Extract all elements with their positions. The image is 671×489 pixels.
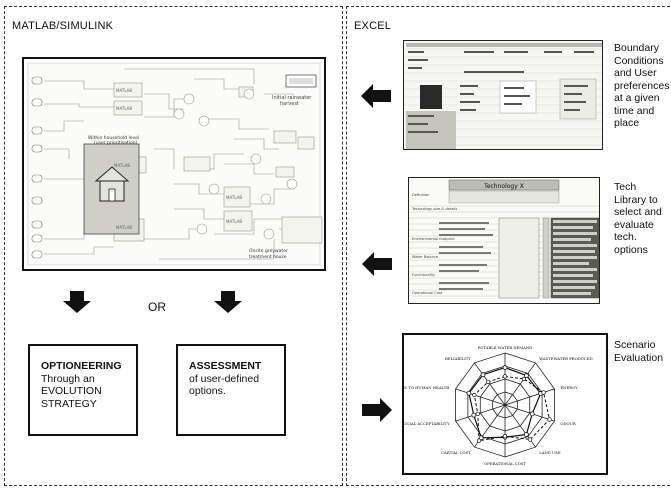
simulink-title-label: Initial rainwater [272,95,312,101]
scenario-radar-chart: POTABLE WATER DEMAND WASTEWATER PRODUCED E… [402,333,608,475]
tech-library-label: Tech Library to select and evaluate tech… [614,181,662,256]
svg-text:MATLAB: MATLAB [116,88,132,93]
radar-axis-label-1: WASTEWATER PRODUCED [539,356,592,361]
radar-point-b-0 [502,374,508,379]
svg-text:harvest: harvest [280,101,299,107]
radar-point-a-9 [480,372,486,378]
radar-point-b-1 [521,376,527,382]
radar-axis-label-4: LAND USE [539,450,561,455]
radar-point-b-6 [476,438,482,443]
svg-text:Onsite greywater: Onsite greywater [249,248,288,254]
boundary-spreadsheet [403,40,603,150]
svg-text:MATLAB: MATLAB [116,106,132,111]
radar-axis-label-5: OPERATIONAL COST [484,461,526,466]
radar-point-a-3 [529,411,535,417]
radar-point-b-2 [541,390,546,395]
svg-text:MATLAB: MATLAB [226,195,242,200]
radar-axis-label-0: POTABLE WATER DEMAND [478,345,532,350]
tech-sheet-title: Technology X [483,183,524,190]
excel-panel-title: EXCEL [354,20,392,32]
radar-spoke-8 [455,388,506,406]
radar-point-b-7 [475,411,480,416]
radar-axis-label-3: ODOUR [560,421,575,426]
scenario-evaluation-label: Scenario Evaluation [614,339,664,364]
right-arrow-scenario [362,398,392,422]
assessment-line1: of user-defined [189,372,260,385]
radar-spoke-3 [504,404,555,422]
boundary-conditions-label: Boundary Conditions and User preferences… [614,42,670,129]
assessment-box: ASSESSMENT of user-defined options. [176,344,286,436]
radar-axis-label-2: ENERGY [560,385,578,390]
excel-panel [346,6,670,486]
radar-axis-label-9: RELIABILITY [445,356,471,361]
left-arrow-boundary [361,84,391,108]
radar-spoke-2 [504,388,555,406]
tech-row-function: Functionality [412,273,436,277]
radar-series-b [473,375,551,442]
simulink-diagram: Initial rainwater harvest Within househo… [27,62,323,266]
radar-spoke-7 [455,404,506,422]
radar-spoke-1 [504,362,536,406]
svg-text:(user prioritisation): (user prioritisation) [94,140,138,146]
matlab-panel-title: MATLAB/SIMULINK [12,20,114,32]
radar-point-b-3 [547,417,552,422]
optioneering-line2: EVOLUTION [41,385,102,397]
radar-axis-label-7: SOCIAL ACCEPTABILITY [404,421,450,426]
optioneering-line1: Through an [41,372,95,385]
tech-row-env: Environmental footprint [412,237,455,241]
radar-axis-label-6: CAPITAL COST [441,450,471,455]
radar-point-a-6 [478,435,484,441]
radar-point-b-8 [472,392,477,398]
down-arrow-right [214,291,242,313]
tech-row-definition: Definition [412,193,429,197]
tech-library-spreadsheet: Technology X Definition Technology siz [408,177,600,304]
house-icon [94,166,130,202]
radar-point-a-7 [471,412,477,418]
or-label: OR [148,300,166,314]
down-arrow-left [63,291,91,313]
radar-point-a-1 [523,373,529,378]
optioneering-line3: STRATEGY [41,397,97,410]
assessment-title: ASSESSMENT [189,360,262,372]
assessment-line2: options. [189,385,226,397]
radar-point-a-0 [502,365,508,370]
optioneering-box: OPTIONEERING Through an EVOLUTION STRATE… [28,344,138,436]
radar-point-b-4 [527,437,533,442]
radar-axis-label-8: RISKS TO HUMAN HEALTH [404,385,450,390]
radar-point-b-5 [502,434,508,439]
simulink-model: Initial rainwater harvest Within househo… [22,57,326,271]
svg-text:Within household level: Within household level [88,135,139,141]
radar-point-b-9 [486,379,491,385]
radar-point-a-4 [523,432,529,437]
svg-text:MATLAB: MATLAB [114,163,130,168]
optioneering-title: OPTIONEERING [41,360,122,372]
tech-row-water: Water Balance [412,255,439,259]
tech-row-size: Technology size & details [411,207,457,211]
tech-row-opcost: Operational Cost [412,291,443,295]
svg-text:treatment house: treatment house [249,254,287,260]
svg-text:MATLAB: MATLAB [226,219,242,224]
svg-text:MATLAB: MATLAB [116,225,132,230]
matlab-panel [4,6,343,486]
radar-spoke-9 [474,362,506,406]
radar-point-a-8 [466,390,472,396]
left-arrow-tech [362,252,392,276]
